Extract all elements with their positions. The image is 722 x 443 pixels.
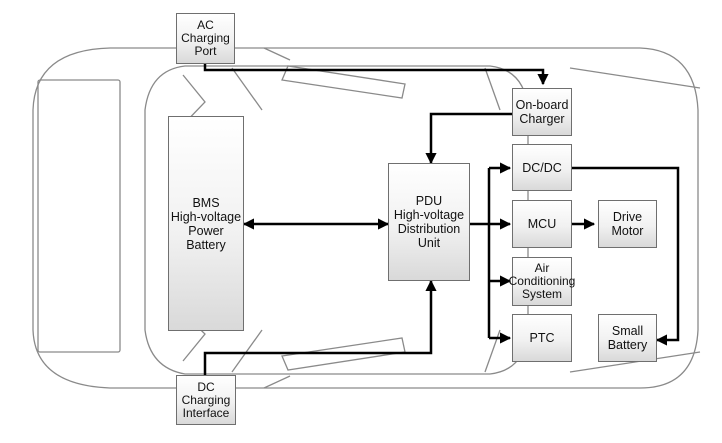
wire-obc-to-pdu	[425, 112, 512, 165]
dc-charging-interface: DC Charging Interface	[176, 375, 236, 425]
connections	[203, 64, 680, 375]
drive-motor: Drive Motor	[598, 200, 657, 248]
ac-charging-port: AC Charging Port	[176, 13, 235, 64]
trunk-line-bottom	[569, 351, 701, 373]
wire-dcdc-to-battery	[572, 166, 680, 346]
on-board-charger: On-board Charger	[512, 88, 572, 136]
dc-dc-converter: DC/DC	[512, 144, 572, 191]
cabin-outline	[144, 65, 529, 375]
roof-right-bottom	[484, 329, 501, 373]
pdu-distribution-unit: PDU High-voltage Distribution Unit	[388, 163, 470, 281]
air-conditioning-system: Air Conditioning System	[509, 257, 575, 306]
roof-left-bottom	[231, 329, 263, 373]
roof-left-top	[231, 67, 263, 111]
door-line-bottom	[263, 375, 291, 389]
mcu: MCU	[512, 200, 572, 248]
door-line-top	[263, 47, 291, 61]
bms-high-voltage-battery: BMS High-voltage Power Battery	[168, 116, 244, 331]
small-battery: Small Battery	[598, 314, 657, 362]
roof-right-top	[484, 67, 501, 111]
trunk-line-top	[569, 67, 701, 89]
ptc-heater: PTC	[512, 314, 572, 362]
wire-ac-to-obc	[203, 64, 549, 86]
front-seat-panel	[37, 79, 121, 353]
wire-dc-to-pdu	[203, 279, 437, 375]
